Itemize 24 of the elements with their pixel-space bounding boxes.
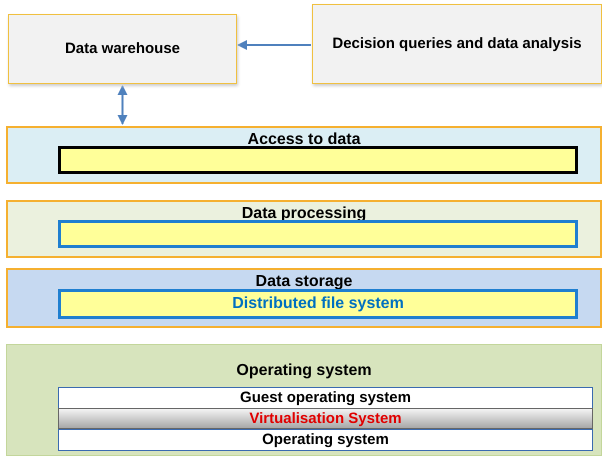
- layer-band: [6, 268, 602, 328]
- layer-box: [58, 408, 593, 429]
- empty-box: [58, 220, 578, 248]
- layer-box: [58, 429, 593, 451]
- node-label: Data storage: [256, 272, 352, 292]
- node-label: Operating system: [236, 361, 372, 380]
- node-label: Virtualisation System: [249, 410, 402, 428]
- node-label: Distributed file system: [232, 294, 404, 314]
- node-label: Data processing: [242, 204, 366, 224]
- process-box: [8, 14, 237, 84]
- layer-band: [6, 126, 602, 184]
- arrow: [118, 85, 128, 125]
- component-box: [58, 289, 578, 319]
- process-box: [312, 4, 602, 84]
- arrow: [237, 40, 311, 50]
- node-label: Operating system: [262, 431, 389, 449]
- empty-box: [58, 146, 578, 174]
- layer-band: [6, 200, 602, 258]
- node-label: Access to data: [248, 130, 360, 150]
- layer-box: [58, 387, 593, 409]
- node-label: Guest operating system: [240, 389, 411, 407]
- layer-band: [6, 344, 602, 456]
- node-label: Decision queries and data analysis: [332, 35, 582, 53]
- node-label: Data warehouse: [64, 40, 180, 58]
